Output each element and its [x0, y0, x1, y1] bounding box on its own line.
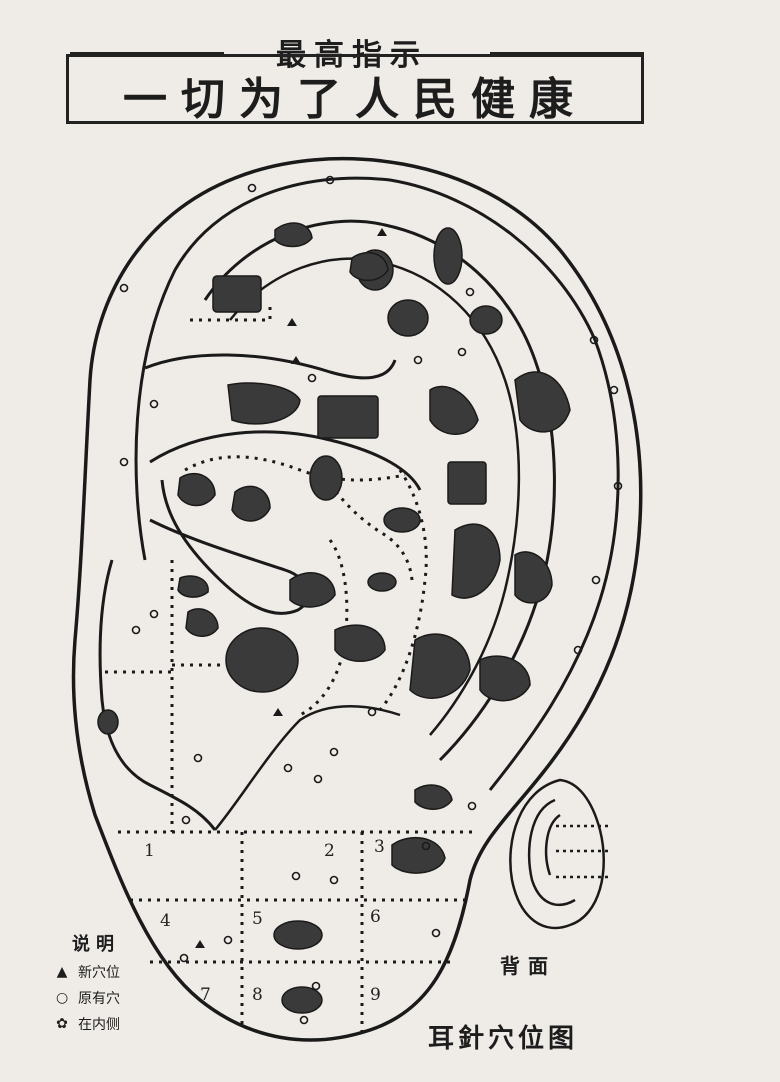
- pancreas-icon: [367, 572, 397, 592]
- thyroid-icon: [479, 655, 531, 702]
- liver-icon: [334, 624, 386, 662]
- triangle-icon: ▲: [56, 964, 68, 980]
- abdomen-icon: [429, 385, 479, 435]
- lobe-number: 2: [324, 841, 335, 861]
- toe-icon: [274, 222, 313, 248]
- title-rule-right: [490, 52, 644, 54]
- lobe-number: 4: [160, 911, 171, 931]
- lumbar-icon: [414, 784, 453, 810]
- ear-outer-outline: [71, 156, 643, 1042]
- lung-icon: [185, 608, 219, 637]
- slogan-box: 一切为了人民健康: [66, 54, 644, 125]
- lobe-number: 3: [374, 837, 385, 857]
- book-icon: [317, 395, 379, 439]
- heart-icon: [225, 627, 299, 693]
- legend: 说明 ▲ 新穴位 ○ 原有穴 ✿ 在内侧: [56, 930, 120, 1034]
- lobe-number: 9: [370, 985, 381, 1005]
- legend-item-label: 新穴位: [78, 965, 120, 981]
- brain-icon: [391, 836, 446, 874]
- arm-icon: [514, 371, 571, 433]
- hand-icon: [433, 227, 463, 285]
- title-rule-left: [70, 52, 224, 54]
- acupoint-markers: [119, 175, 623, 1025]
- legend-title: 说明: [72, 934, 120, 955]
- head-side-icon: [409, 633, 471, 699]
- lobe-number: 5: [252, 909, 263, 929]
- legend-item-label: 在内侧: [78, 1017, 120, 1033]
- legend-item: ○ 原有穴: [56, 988, 120, 1008]
- lobe-number: 8: [252, 985, 263, 1005]
- knee-icon: [227, 382, 301, 425]
- helix-inner-outline: [134, 176, 620, 791]
- ankle-icon: [349, 251, 389, 282]
- antihelix-outline: [203, 219, 556, 762]
- triangular-fossa-outline: [144, 353, 397, 380]
- legend-item-label: 原有穴: [78, 991, 120, 1007]
- antitragus-outline: [214, 705, 401, 831]
- legend-item: ✿ 在内侧: [56, 1014, 120, 1034]
- flower-icon: ✿: [56, 1016, 68, 1032]
- duodenum-icon: [309, 455, 343, 501]
- kidney-icon: [383, 507, 421, 533]
- header: 最高指示 一切为了人民健康: [0, 0, 780, 140]
- chest-icon: [447, 461, 487, 505]
- lobe-number: 1: [144, 841, 155, 861]
- spine-icon: [451, 523, 501, 599]
- pelvis-icon: [212, 275, 262, 313]
- circle-icon: ○: [56, 990, 69, 1006]
- slogan-text: 一切为了人民健康: [123, 74, 587, 125]
- tragus-icon: [97, 709, 119, 735]
- helix-crus-outline: [149, 479, 310, 615]
- neck-icon: [514, 551, 553, 604]
- legend-item: ▲ 新穴位: [56, 962, 120, 982]
- elbow-icon: [387, 299, 429, 337]
- eye-icon: [273, 920, 323, 950]
- small-intestine-icon: [231, 485, 271, 522]
- new-point-markers: [195, 228, 387, 948]
- shoulder-icon: [469, 305, 503, 335]
- large-intestine-icon: [177, 473, 216, 507]
- antihelix-inner-outline: [229, 257, 521, 736]
- back-view-label: 背面: [500, 954, 556, 978]
- chart-title: 耳針穴位图: [428, 1024, 579, 1054]
- lobe-number: 6: [370, 907, 381, 927]
- back-ear-inset: [509, 778, 612, 930]
- lobe-number: 7: [200, 985, 211, 1005]
- stomach-icon: [289, 572, 336, 608]
- tragus-outline: [98, 559, 217, 831]
- esophagus-icon: [177, 575, 209, 598]
- organ-icons: [97, 222, 571, 1014]
- mouth-icon: [281, 986, 323, 1014]
